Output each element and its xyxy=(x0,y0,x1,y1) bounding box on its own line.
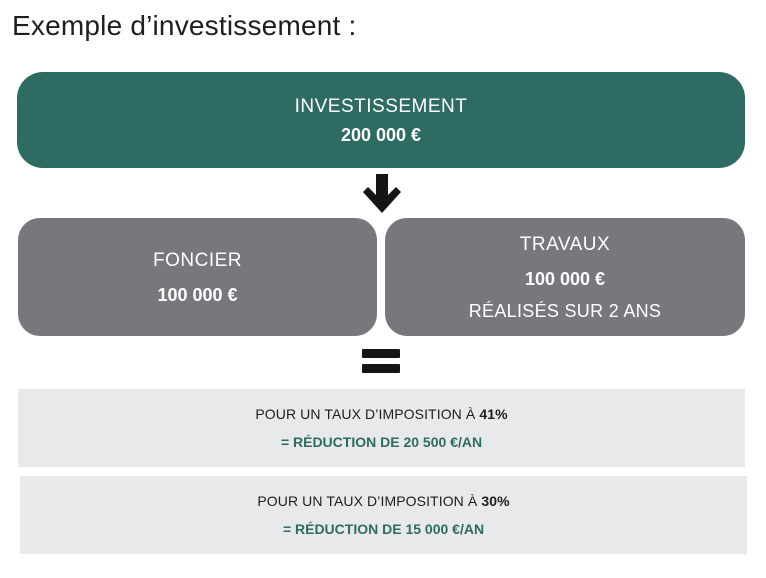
scenario-reduction: = RÉDUCTION DE 15 000 €/AN xyxy=(282,521,485,537)
scenario-reduction: = RÉDUCTION DE 20 500 €/AN xyxy=(280,434,483,450)
travaux-amount: 100 000 € xyxy=(524,268,606,289)
scenario-panel-30: POUR UN TAUX D’IMPOSITION À 30% = RÉDUCT… xyxy=(20,476,747,554)
arrow-down-icon xyxy=(363,174,401,213)
foncier-label: FONCIER xyxy=(153,249,242,271)
equals-bar-top xyxy=(362,349,400,358)
foncier-box: FONCIER 100 000 € xyxy=(18,218,377,336)
page-title: Exemple d’investissement : xyxy=(12,10,357,41)
equals-bar-bottom xyxy=(362,364,400,373)
travaux-label: TRAVAUX xyxy=(519,233,611,255)
scenario-rate-prefix: POUR UN TAUX D’IMPOSITION À xyxy=(255,406,476,422)
investment-amount: 200 000 € xyxy=(340,124,422,145)
investment-label: INVESTISSEMENT xyxy=(294,95,468,117)
scenario-rate-line: POUR UN TAUX D’IMPOSITION À 30% xyxy=(257,494,509,508)
scenario-rate-value: 41% xyxy=(479,406,508,422)
travaux-detail: RÉALISÉS SUR 2 ANS xyxy=(468,300,662,321)
scenario-rate-value: 30% xyxy=(481,493,510,509)
scenario-rate-prefix: POUR UN TAUX D’IMPOSITION À xyxy=(257,493,478,509)
investment-box: INVESTISSEMENT 200 000 € xyxy=(17,72,745,168)
travaux-box: TRAVAUX 100 000 € RÉALISÉS SUR 2 ANS xyxy=(385,218,745,336)
scenario-panel-41: POUR UN TAUX D’IMPOSITION À 41% = RÉDUCT… xyxy=(18,389,745,467)
equals-icon xyxy=(362,347,400,375)
foncier-amount: 100 000 € xyxy=(157,284,238,305)
scenario-rate-line: POUR UN TAUX D’IMPOSITION À 41% xyxy=(255,407,507,421)
